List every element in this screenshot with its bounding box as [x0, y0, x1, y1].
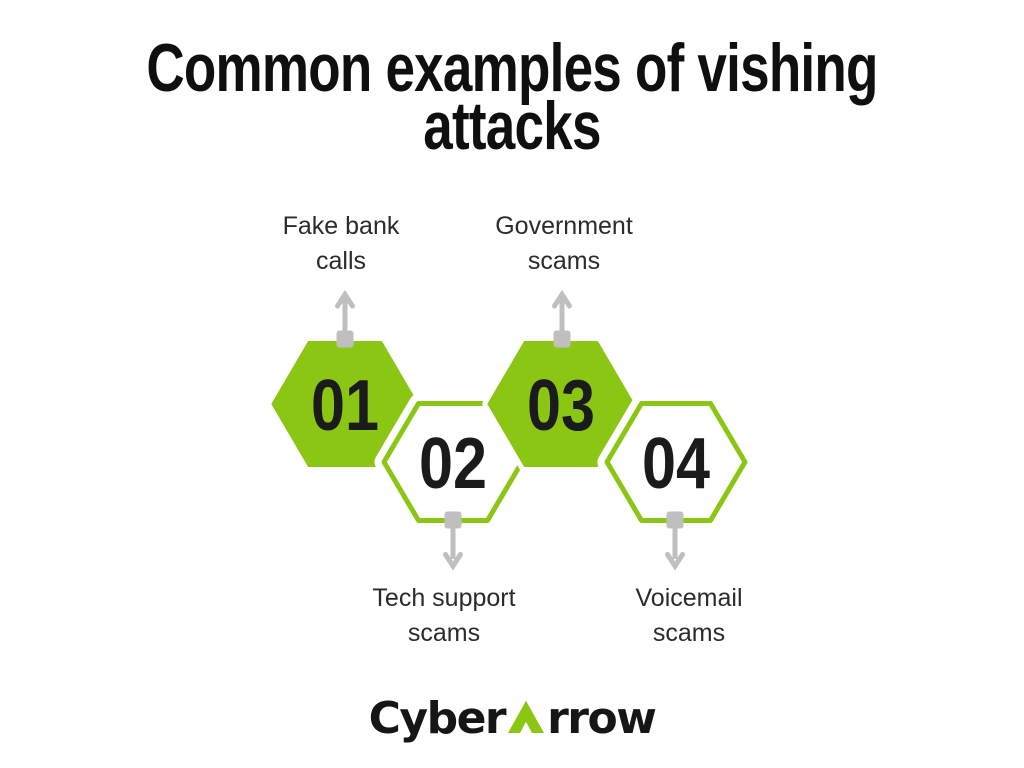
label-line: scams: [652, 619, 726, 647]
arrow-base-square: [336, 330, 354, 348]
label-line: Government: [495, 212, 633, 240]
title-line-2: attacks: [423, 88, 601, 164]
hexagon-04-shape: [604, 401, 748, 523]
arrow-base-square: [444, 511, 462, 529]
hexagon-04-number: 04: [642, 424, 710, 504]
hexagon-02-number: 02: [419, 424, 487, 504]
label-line: Voicemail: [635, 584, 743, 612]
label-voicemail-scams: Voicemail scams: [569, 581, 809, 651]
arrow-base-square: [666, 511, 684, 529]
cyberarrow-logo: Cyber rrow: [0, 693, 1024, 744]
hexagon-03-number: 03: [527, 366, 595, 446]
label-fake-bank-calls: Fake bank calls: [221, 209, 461, 279]
arrow-down-icon: [665, 528, 685, 571]
hexagon-03: [482, 336, 640, 472]
logo-arrow-icon: [508, 700, 545, 733]
page-title: Common examples of vishing attacks: [113, 30, 912, 164]
arrow-up-icon: [552, 289, 572, 333]
label-line: scams: [527, 247, 601, 275]
label-line: calls: [315, 247, 366, 275]
hexagon-04: [597, 394, 755, 530]
title-line-1: Common examples of vishing: [146, 30, 878, 106]
hexagon-01-number: 01: [311, 366, 379, 446]
arrow-up-icon: [335, 289, 355, 333]
label-line: Tech support: [372, 584, 516, 612]
logo-text-before: Cyber: [368, 693, 507, 744]
label-government-scams: Government scams: [444, 209, 684, 279]
arrow-base-square: [553, 330, 571, 348]
arrow-down-icon: [443, 528, 463, 571]
logo-text-after: rrow: [547, 693, 657, 744]
label-line: Fake bank: [282, 212, 400, 240]
label-tech-support-scams: Tech support scams: [324, 581, 564, 651]
label-line: scams: [407, 619, 481, 647]
